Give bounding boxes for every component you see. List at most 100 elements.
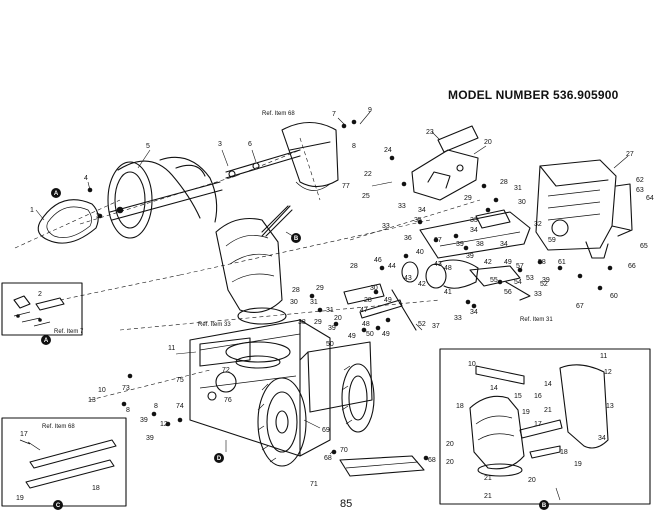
svg-text:17: 17 xyxy=(20,431,28,438)
svg-text:1: 1 xyxy=(30,207,34,214)
transmission-housing xyxy=(299,341,373,413)
svg-text:10: 10 xyxy=(98,387,106,394)
svg-text:55: 55 xyxy=(490,277,498,284)
svg-text:43: 43 xyxy=(404,275,412,282)
svg-text:49: 49 xyxy=(382,331,390,338)
svg-text:11: 11 xyxy=(168,345,175,352)
inset-detail-b xyxy=(439,348,651,505)
svg-text:12: 12 xyxy=(604,369,612,376)
svg-text:17: 17 xyxy=(534,421,542,428)
engine xyxy=(535,159,633,259)
svg-text:77: 77 xyxy=(342,183,350,190)
inset-b-labels: 10 11 12 14 14 15 16 18 13 19 21 17 34 2… xyxy=(446,353,614,500)
svg-text:46: 46 xyxy=(374,257,382,264)
drive-wheel-right xyxy=(341,363,375,433)
svg-text:76: 76 xyxy=(224,397,232,404)
callout-a-main: A xyxy=(51,188,61,198)
svg-text:31: 31 xyxy=(310,299,318,306)
svg-text:4: 4 xyxy=(84,175,88,182)
svg-text:39: 39 xyxy=(466,253,474,260)
svg-text:44: 44 xyxy=(388,263,396,270)
svg-text:42: 42 xyxy=(418,281,426,288)
svg-text:39: 39 xyxy=(140,417,148,424)
callout-a-inset: A xyxy=(41,335,51,345)
svg-text:33: 33 xyxy=(454,315,462,322)
svg-text:67: 67 xyxy=(576,303,584,310)
svg-text:37: 37 xyxy=(434,237,442,244)
svg-text:32: 32 xyxy=(534,221,542,228)
svg-text:21: 21 xyxy=(544,407,552,414)
svg-text:14: 14 xyxy=(544,381,552,388)
svg-text:D: D xyxy=(217,456,222,462)
svg-text:13: 13 xyxy=(606,403,614,410)
auger-housing-frame xyxy=(189,319,331,457)
chute-crank xyxy=(261,205,291,237)
svg-text:A: A xyxy=(54,191,59,197)
svg-text:43: 43 xyxy=(434,261,442,268)
svg-text:34: 34 xyxy=(470,309,478,316)
svg-text:68: 68 xyxy=(324,455,332,462)
svg-text:21: 21 xyxy=(484,493,492,500)
inset-detail-a xyxy=(1,282,83,336)
svg-text:5: 5 xyxy=(146,143,150,150)
svg-text:30: 30 xyxy=(370,285,378,292)
svg-text:18: 18 xyxy=(456,403,464,410)
svg-text:11: 11 xyxy=(600,353,607,360)
svg-text:18: 18 xyxy=(560,449,568,456)
svg-text:28: 28 xyxy=(500,179,508,186)
svg-text:C: C xyxy=(56,503,61,509)
inset-a-labels: 2 xyxy=(38,291,42,298)
svg-text:49: 49 xyxy=(348,333,356,340)
svg-text:39: 39 xyxy=(542,277,550,284)
svg-text:3: 3 xyxy=(96,213,100,220)
svg-text:49: 49 xyxy=(384,297,392,304)
friction-drive xyxy=(401,259,531,301)
svg-text:12: 12 xyxy=(160,421,168,428)
front-plate xyxy=(199,337,251,367)
svg-text:16: 16 xyxy=(534,393,542,400)
svg-text:61: 61 xyxy=(558,259,566,266)
svg-text:2: 2 xyxy=(38,291,42,298)
svg-text:41: 41 xyxy=(444,289,452,296)
svg-text:33: 33 xyxy=(398,203,406,210)
svg-text:53: 53 xyxy=(526,275,534,282)
svg-text:40: 40 xyxy=(416,249,424,256)
control-panel xyxy=(411,125,479,201)
svg-text:70: 70 xyxy=(340,447,348,454)
svg-text:58: 58 xyxy=(538,259,546,266)
assembly-guide-lines xyxy=(14,137,481,401)
svg-text:14: 14 xyxy=(490,385,498,392)
svg-text:39: 39 xyxy=(456,241,464,248)
svg-text:35: 35 xyxy=(414,217,422,224)
ref-item-31: Ref. Item 31 xyxy=(520,317,553,323)
callout-b-inset: B xyxy=(539,500,549,510)
svg-text:28: 28 xyxy=(292,287,300,294)
svg-text:49: 49 xyxy=(504,259,512,266)
svg-text:48: 48 xyxy=(444,265,452,272)
svg-text:59: 59 xyxy=(548,237,556,244)
svg-text:47: 47 xyxy=(360,307,368,314)
svg-text:34: 34 xyxy=(598,435,606,442)
drive-wheel-left xyxy=(257,377,307,467)
svg-text:30: 30 xyxy=(290,299,298,306)
svg-text:50: 50 xyxy=(326,341,334,348)
svg-text:39: 39 xyxy=(328,325,336,332)
svg-text:66: 66 xyxy=(628,263,636,270)
svg-text:20: 20 xyxy=(528,477,536,484)
part-number-labels: 1 4 3 5 3 6 7 9 8 23 20 24 22 77 25 27 2… xyxy=(30,107,654,488)
svg-text:65: 65 xyxy=(640,243,648,250)
svg-text:24: 24 xyxy=(384,147,392,154)
svg-text:60: 60 xyxy=(610,293,618,300)
svg-text:37: 37 xyxy=(432,323,440,330)
svg-text:21: 21 xyxy=(484,475,492,482)
svg-text:A: A xyxy=(44,338,49,344)
svg-text:38: 38 xyxy=(476,241,484,248)
svg-text:B: B xyxy=(542,503,547,509)
svg-text:56: 56 xyxy=(504,289,512,296)
svg-text:20: 20 xyxy=(446,459,454,466)
svg-text:20: 20 xyxy=(484,139,492,146)
svg-text:23: 23 xyxy=(426,129,434,136)
svg-text:34: 34 xyxy=(418,207,426,214)
ref-item-68-top: Ref. Item 68 xyxy=(262,111,295,117)
